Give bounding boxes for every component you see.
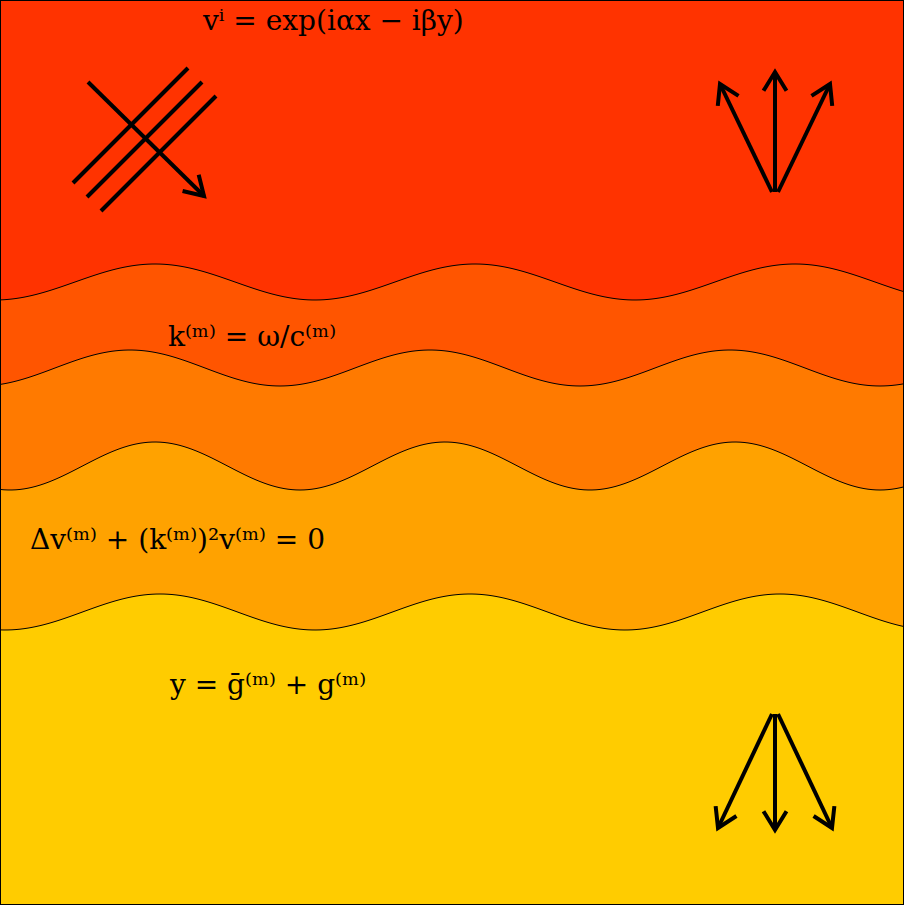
- arrowhead: [764, 72, 787, 91]
- arrowhead: [183, 175, 204, 196]
- interface-curve: [0, 442, 904, 490]
- formula-label: Δv⁽ᵐ⁾ + (k⁽ᵐ⁾)²v⁽ᵐ⁾ = 0: [30, 523, 325, 557]
- formula-label: k⁽ᵐ⁾ = ω/c⁽ᵐ⁾: [168, 320, 336, 354]
- formula-label: y = ḡ⁽ᵐ⁾ + g⁽ᵐ⁾: [170, 668, 366, 702]
- incident-arrow: [88, 82, 204, 196]
- transmitted-arrow: [773, 714, 777, 830]
- interface-curve: [0, 264, 904, 300]
- arrowhead: [718, 84, 739, 106]
- medium-layer: [0, 350, 904, 905]
- transmitted-arrow: [778, 714, 832, 828]
- medium-layer: [0, 594, 904, 905]
- reflected-arrow: [773, 72, 777, 192]
- arrowhead: [812, 84, 833, 106]
- formula-label: vⁱ = exp(iαx − iβy): [203, 4, 464, 38]
- arrowhead: [814, 806, 835, 828]
- interface-curve: [0, 594, 904, 630]
- arrowhead: [716, 806, 737, 828]
- reflected-arrow: [778, 84, 830, 192]
- medium-layer: [0, 264, 904, 905]
- interface-curve: [0, 350, 904, 386]
- medium-layer: [0, 442, 904, 905]
- reflected-arrow: [720, 84, 772, 192]
- arrowhead: [764, 811, 787, 830]
- transmitted-arrow: [718, 714, 772, 828]
